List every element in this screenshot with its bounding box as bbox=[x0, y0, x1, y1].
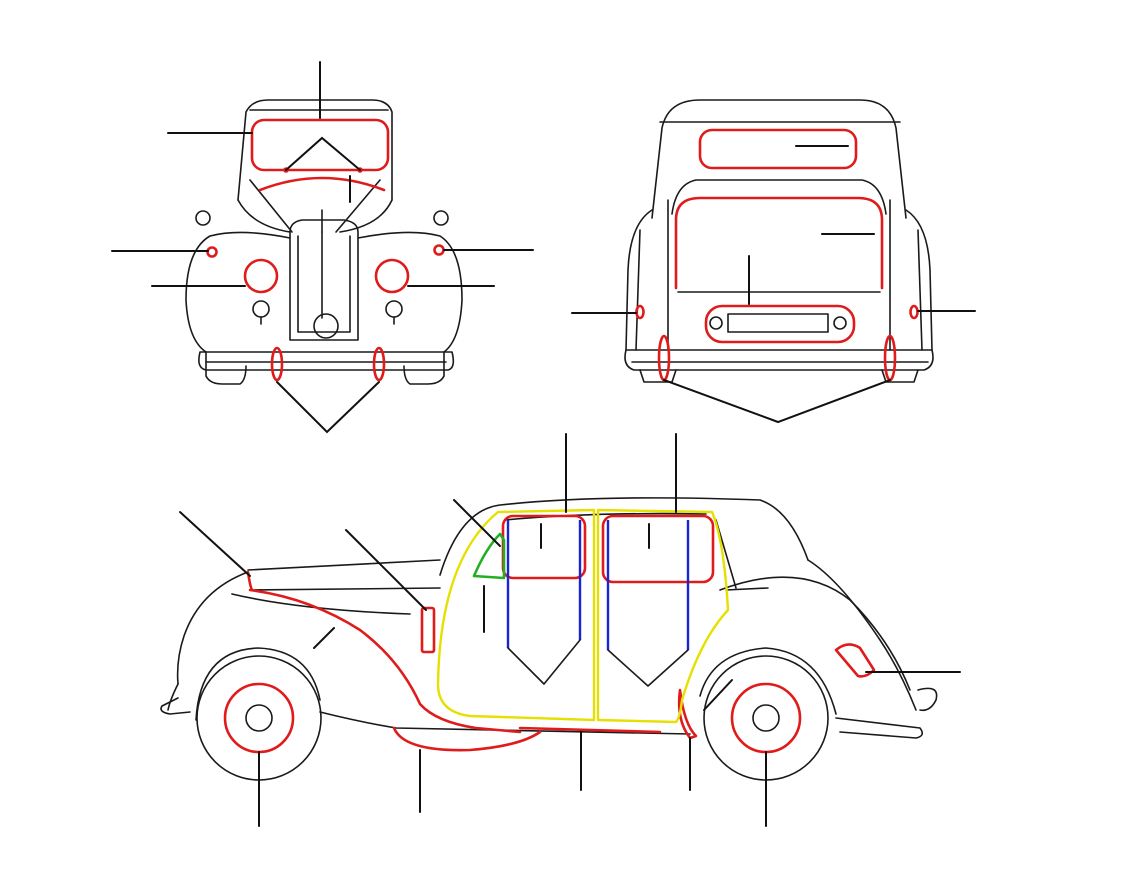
front-overrider-seal-left bbox=[270, 346, 284, 382]
boot-lid-seal bbox=[674, 196, 884, 290]
quarter-light-seal bbox=[472, 532, 506, 580]
rear-lamp-seal-left bbox=[635, 304, 645, 320]
leader-quarter-light bbox=[453, 499, 501, 547]
leader-front-overriders bbox=[276, 381, 380, 434]
sill-seal bbox=[518, 726, 662, 734]
rear-seal-parts bbox=[635, 128, 919, 382]
rear-lamp-seal-right bbox=[909, 304, 919, 320]
front-door-window-seal bbox=[501, 514, 587, 580]
side-body-outline bbox=[160, 497, 938, 781]
rear-side-lamp-seal bbox=[834, 643, 876, 678]
side-leader-lines bbox=[179, 433, 961, 827]
front-wheel-trim-seal bbox=[223, 682, 295, 754]
front-windshield-seal bbox=[250, 118, 390, 172]
running-board-seal bbox=[392, 726, 542, 752]
rear-overrider-seal-left bbox=[657, 334, 671, 382]
front-overrider-seal-right bbox=[372, 346, 386, 382]
rear-door-seal bbox=[596, 508, 730, 724]
leader-rear-overriders bbox=[663, 379, 891, 424]
leader-side-lamp bbox=[345, 529, 427, 611]
headlamp-seal-left bbox=[243, 258, 279, 294]
rear-wing-piping bbox=[677, 688, 698, 740]
number-plate-lamp-seal bbox=[704, 304, 856, 344]
rear-glass-drop bbox=[607, 649, 689, 687]
rear-window-seal bbox=[698, 128, 858, 170]
leader-front-wing-piping bbox=[313, 627, 335, 649]
rear-wheel-trim-seal bbox=[730, 682, 802, 754]
rear-view bbox=[571, 99, 976, 424]
rear-leader-lines bbox=[571, 145, 976, 424]
front-vent-seal bbox=[258, 176, 386, 192]
front-seal-parts bbox=[206, 118, 445, 382]
sidelamp-seal-left bbox=[206, 246, 218, 258]
leader-rear-wing-piping bbox=[703, 679, 733, 711]
rear-body-outline bbox=[624, 99, 934, 383]
leader-bonnet-seal bbox=[179, 511, 251, 577]
front-view bbox=[111, 61, 534, 434]
side-lamp-seal bbox=[420, 606, 436, 654]
rear-door-window-seal bbox=[601, 514, 715, 584]
sidelamp-seal-right bbox=[433, 244, 445, 256]
front-glass-drop bbox=[507, 639, 581, 685]
leader-wiper-grommets bbox=[285, 136, 361, 171]
front-wing-piping bbox=[248, 588, 522, 734]
front-leader-lines bbox=[111, 61, 534, 434]
side-seal-parts bbox=[223, 508, 876, 754]
front-door-seal bbox=[436, 508, 596, 722]
side-view bbox=[160, 433, 961, 827]
front-body-outline bbox=[185, 99, 463, 385]
headlamp-seal-right bbox=[374, 258, 410, 294]
